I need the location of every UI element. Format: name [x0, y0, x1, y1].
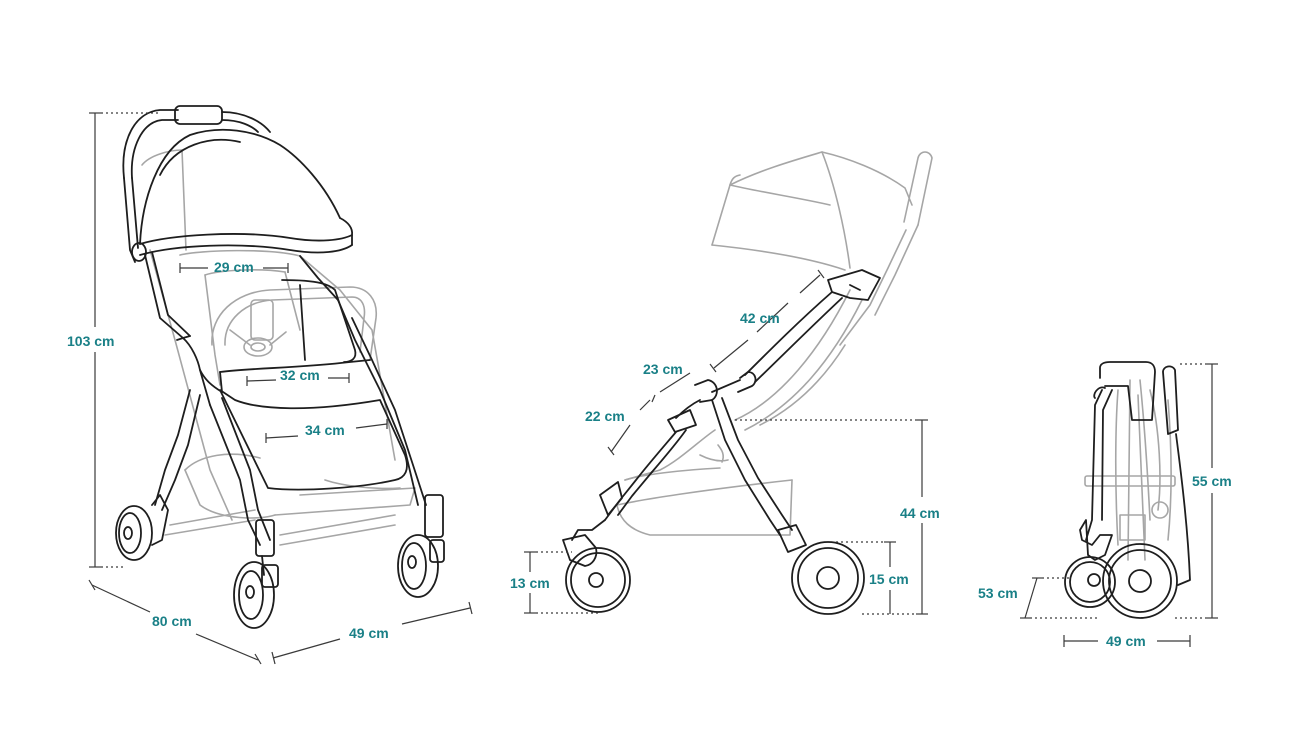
- side-view-stroller: [562, 151, 933, 615]
- backrest-width-label: 29 cm: [214, 259, 254, 275]
- front-view-stroller: [115, 105, 445, 629]
- folded-height-label: 55 cm: [1192, 473, 1232, 489]
- front-frame: [115, 105, 445, 629]
- side-view-dimensions: [524, 269, 928, 615]
- seat-width-label: 32 cm: [280, 367, 320, 383]
- front-wheel-label: 13 cm: [510, 575, 550, 591]
- folded-depth-label: 53 cm: [978, 585, 1018, 601]
- footrest-width-label: 34 cm: [305, 422, 345, 438]
- side-light-parts: [616, 151, 933, 536]
- backrest-length-label: 42 cm: [740, 310, 780, 326]
- folded-frame: [1064, 361, 1191, 619]
- seat-depth-label: 23 cm: [643, 361, 683, 377]
- leg-rest-label: 22 cm: [585, 408, 625, 424]
- seat-height-label: 44 cm: [900, 505, 940, 521]
- front-view-dimensions: [88, 112, 473, 665]
- folded-view-stroller: [1064, 361, 1191, 619]
- folded-view-dimensions: [1020, 363, 1218, 647]
- side-frame: [562, 269, 881, 615]
- front-width-label: 49 cm: [349, 625, 389, 641]
- front-depth-label: 80 cm: [152, 613, 192, 629]
- front-seat-fabric: [141, 149, 416, 546]
- folded-width-label: 49 cm: [1106, 633, 1146, 649]
- front-height-label: 103 cm: [67, 333, 115, 349]
- rear-wheel-label: 15 cm: [869, 571, 909, 587]
